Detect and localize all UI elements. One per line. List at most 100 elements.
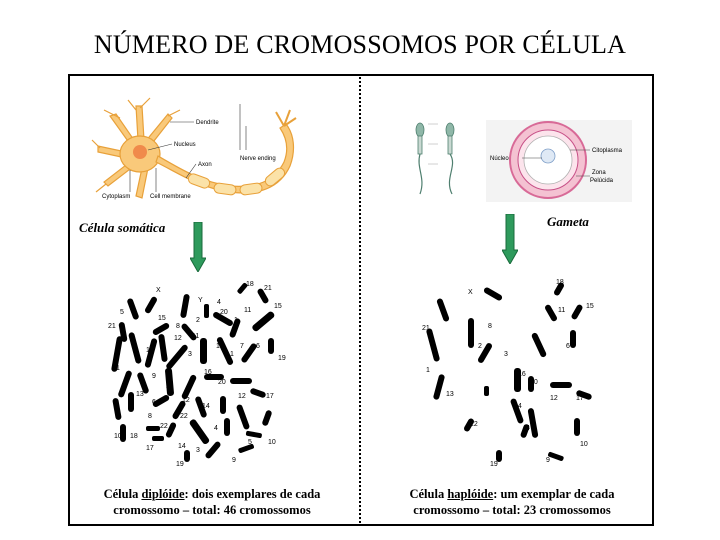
svg-text:8: 8 (176, 323, 180, 330)
svg-text:22: 22 (180, 413, 188, 420)
svg-text:20: 20 (220, 309, 228, 316)
svg-text:5: 5 (248, 439, 252, 446)
svg-text:13: 13 (136, 391, 144, 398)
svg-text:X: X (468, 289, 473, 296)
zona-label: Zona (592, 170, 606, 176)
svg-text:3: 3 (196, 447, 200, 454)
svg-text:4: 4 (526, 425, 530, 432)
svg-text:9: 9 (152, 373, 156, 380)
svg-text:2: 2 (478, 343, 482, 350)
svg-text:2: 2 (166, 383, 170, 390)
svg-text:6: 6 (256, 343, 260, 350)
svg-text:14: 14 (202, 403, 210, 410)
svg-text:21: 21 (422, 325, 430, 332)
svg-text:15: 15 (586, 303, 594, 310)
svg-text:13: 13 (146, 347, 154, 354)
nucleus-label: Nucleus (174, 142, 196, 148)
cytoplasm-egg-label: Citoplasma (592, 148, 623, 154)
svg-text:16: 16 (518, 371, 526, 378)
cytoplasm-label: Cytoplasm (102, 194, 130, 200)
haploid-karyotype: X 18 11 15 21 8 2 6 7 3 1 16 20 13 12 17… (422, 279, 594, 468)
svg-text:18: 18 (246, 281, 254, 288)
egg-cell-illustration: Citoplasma Núcleo Zona Pelúcida (486, 120, 632, 202)
caption-suffix: : um exemplar de cada (493, 487, 615, 501)
svg-text:12: 12 (182, 397, 190, 404)
caption-keyword: diplóide (141, 487, 185, 501)
svg-text:6: 6 (566, 343, 570, 350)
down-arrow-icon (190, 222, 206, 272)
svg-text:8: 8 (488, 323, 492, 330)
svg-text:2: 2 (196, 317, 200, 324)
nucleus-icon (133, 145, 147, 159)
svg-text:18: 18 (130, 433, 138, 440)
caption-total: cromossomo – total: 46 cromossomos (113, 503, 311, 517)
caption-keyword: haplóide (447, 487, 494, 501)
svg-text:20: 20 (530, 379, 538, 386)
svg-text:12: 12 (174, 335, 182, 342)
svg-text:12: 12 (550, 395, 558, 402)
svg-text:10: 10 (580, 441, 588, 448)
svg-text:11: 11 (244, 307, 251, 314)
svg-text:11: 11 (192, 333, 199, 340)
caption-suffix: : dois exemplares de cada (184, 487, 321, 501)
diploid-karyotype: X 18 21 4 Y 5 15 20 11 15 21 8 2 1 11 16… (108, 281, 286, 468)
svg-text:11: 11 (558, 307, 565, 314)
svg-text:17: 17 (266, 393, 274, 400)
down-arrow-icon (502, 214, 518, 264)
svg-text:X: X (156, 287, 161, 294)
svg-text:19: 19 (490, 461, 498, 468)
svg-text:10: 10 (268, 439, 276, 446)
svg-text:17: 17 (576, 395, 584, 402)
svg-text:15: 15 (158, 315, 166, 322)
axon-label: Axon (198, 162, 212, 168)
svg-text:8: 8 (148, 413, 152, 420)
page-title: NÚMERO DE CROMOSSOMOS POR CÉLULA (93, 30, 627, 59)
diploid-caption: Célula diplóide: dois exemplares de cada… (70, 486, 354, 518)
svg-text:4: 4 (214, 425, 218, 432)
egg-nucleus-label: Núcleo (490, 156, 509, 162)
nerve-ending-label: Nerve ending (240, 156, 276, 162)
svg-text:15: 15 (274, 303, 282, 310)
svg-text:Y: Y (198, 297, 203, 304)
sperm-illustration (415, 122, 455, 195)
svg-text:6: 6 (152, 399, 156, 406)
svg-text:3: 3 (188, 351, 192, 358)
svg-text:7: 7 (240, 343, 244, 350)
svg-text:1: 1 (234, 317, 238, 324)
somatic-cell-label: Célula somática (79, 220, 166, 235)
haploid-caption: Célula haplóide: um exemplar de cada cro… (370, 486, 654, 518)
caption-total: cromossomo – total: 23 cromossomos (413, 503, 611, 517)
gamete-label: Gameta (547, 214, 589, 229)
svg-text:13: 13 (446, 391, 454, 398)
svg-text:19: 19 (278, 355, 286, 362)
svg-text:14: 14 (178, 443, 186, 450)
svg-text:22: 22 (160, 423, 168, 430)
svg-text:22: 22 (470, 421, 478, 428)
svg-text:3: 3 (504, 351, 508, 358)
svg-text:9: 9 (232, 457, 236, 464)
pellucida-label: Pelúcida (590, 178, 614, 184)
dendrite-label: Dendrite (196, 120, 219, 126)
svg-text:1: 1 (426, 367, 430, 374)
svg-text:21: 21 (264, 285, 272, 292)
svg-text:19: 19 (176, 461, 184, 468)
svg-text:1: 1 (116, 365, 120, 372)
center-divider (359, 74, 361, 526)
svg-text:5: 5 (120, 309, 124, 316)
svg-text:7: 7 (540, 351, 544, 358)
svg-text:4: 4 (217, 299, 221, 306)
diagram-frame (68, 74, 654, 526)
caption-prefix: Célula (103, 487, 142, 501)
svg-text:12: 12 (238, 393, 246, 400)
svg-text:21: 21 (108, 323, 116, 330)
caption-prefix: Célula (409, 487, 448, 501)
svg-text:1: 1 (230, 351, 234, 358)
svg-text:17: 17 (146, 445, 154, 452)
svg-text:14: 14 (514, 403, 522, 410)
svg-text:16: 16 (216, 343, 224, 350)
neuron-illustration: Dendrite Nucleus Axon Cytoplasm Cell mem… (91, 97, 297, 200)
svg-text:18: 18 (556, 279, 564, 286)
svg-text:10: 10 (114, 433, 122, 440)
cell-membrane-label: Cell membrane (150, 194, 191, 200)
svg-text:16: 16 (204, 369, 212, 376)
